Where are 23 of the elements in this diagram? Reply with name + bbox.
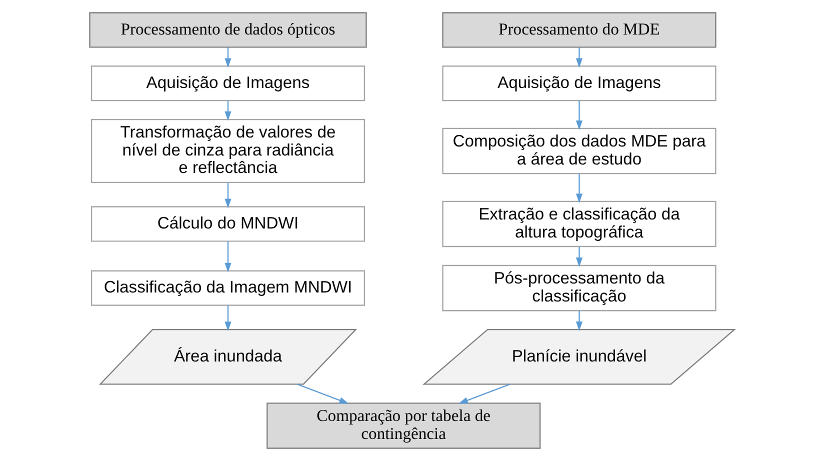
- arrow: [575, 47, 582, 68]
- arrow: [575, 100, 582, 130]
- node-box: Comparação por tabela de contingência: [266, 402, 540, 449]
- arrow: [224, 47, 231, 68]
- arrow: [224, 100, 231, 121]
- node-box: Aquisição de Imagens: [442, 66, 716, 102]
- arrow: [224, 305, 231, 332]
- node-box: Processamento de dados ópticos: [88, 12, 366, 48]
- node-box: Classificação da Imagem MNDWI: [90, 270, 365, 306]
- node-box: Composição dos dados MDE para a área de estudo: [442, 128, 716, 174]
- arrow: [296, 384, 348, 404]
- node-box: Extração e classificação da altura topográfica: [442, 200, 716, 248]
- arrow: [575, 246, 582, 267]
- arrow: [224, 182, 231, 208]
- arrow: [458, 384, 510, 404]
- arrow: [224, 241, 231, 272]
- node-box: Aquisição de Imagens: [90, 66, 365, 102]
- node-box: Processamento do MDE: [442, 12, 716, 48]
- node-box: Transformação de valores de nível de cinza para radiância e reflectância: [90, 118, 365, 184]
- arrow: [575, 310, 582, 332]
- node-box: Pós-processamento da classificação: [442, 264, 716, 312]
- arrow: [575, 174, 582, 204]
- node-box: Cálculo do MNDWI: [90, 206, 365, 242]
